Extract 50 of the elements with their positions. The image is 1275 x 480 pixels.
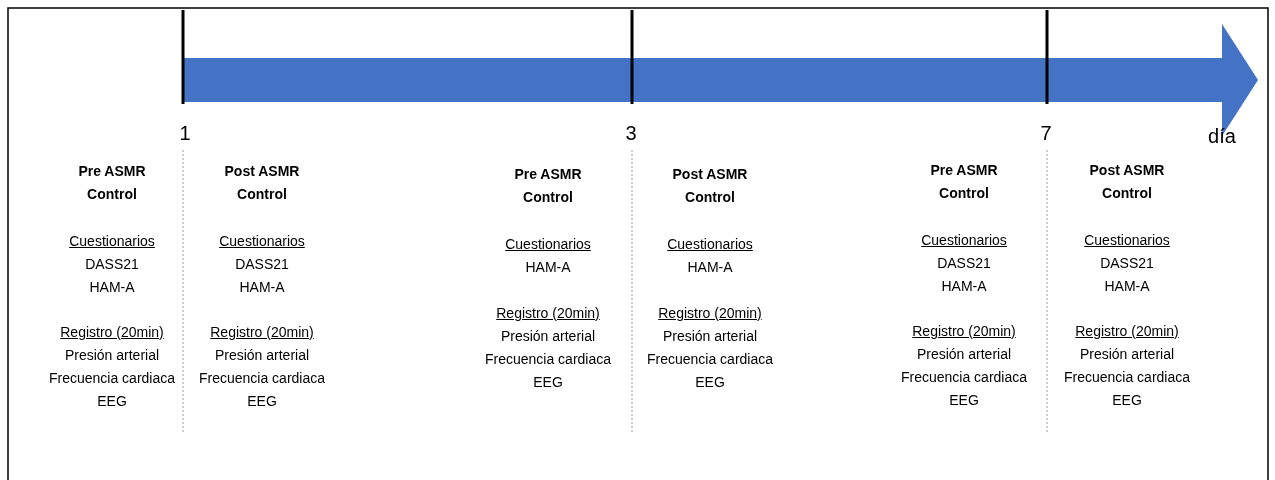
measure-label: EEG [247,392,277,411]
measure-label: HAM-A [89,278,135,297]
section-heading: Cuestionarios [505,235,591,254]
measure-label: Frecuencia cardiaca [900,368,1028,387]
section-heading: Registro (20min) [60,323,164,342]
measure-label: Presión arterial [1079,345,1175,364]
measure-label: HAM-A [1104,277,1150,296]
measure-label: Presión arterial [500,327,596,346]
measure-label: EEG [97,392,127,411]
section-heading: Cuestionarios [1084,231,1170,250]
measure-label: Presión arterial [64,346,160,365]
section-heading: Registro (20min) [658,304,762,323]
measure-label: HAM-A [239,278,285,297]
column-heading: Pre ASMR Control [513,165,583,207]
measure-label: DASS21 [937,254,991,273]
measure-label: EEG [949,391,979,410]
column-heading: Post ASMR Control [671,165,749,207]
section-heading: Cuestionarios [667,235,753,254]
measure-label: Presión arterial [916,345,1012,364]
measure-label: Presión arterial [662,327,758,346]
tick-label: 1 [179,121,191,145]
column-heading: Pre ASMR Control [929,161,999,203]
tick-label: 7 [1040,121,1052,145]
measure-label: DASS21 [235,255,289,274]
measure-label: Presión arterial [214,346,310,365]
measure-label: Frecuencia cardiaca [198,369,326,388]
measure-label: EEG [695,373,725,392]
measure-label: HAM-A [525,258,571,277]
section-heading: Cuestionarios [921,231,1007,250]
section-heading: Registro (20min) [912,322,1016,341]
measure-label: EEG [1112,391,1142,410]
section-heading: Registro (20min) [1075,322,1179,341]
column-heading: Pre ASMR Control [77,162,147,204]
measure-label: Frecuencia cardiaca [646,350,774,369]
measure-label: Frecuencia cardiaca [1063,368,1191,387]
measure-label: Frecuencia cardiaca [484,350,612,369]
measure-label: Frecuencia cardiaca [48,369,176,388]
section-heading: Registro (20min) [210,323,314,342]
measure-label: HAM-A [941,277,987,296]
measure-label: DASS21 [85,255,139,274]
section-heading: Cuestionarios [69,232,155,251]
measure-label: HAM-A [687,258,733,277]
measure-label: EEG [533,373,563,392]
tick-label: 3 [625,121,637,145]
column-heading: Post ASMR Control [223,162,301,204]
section-heading: Registro (20min) [496,304,600,323]
measure-label: DASS21 [1100,254,1154,273]
column-heading: Post ASMR Control [1088,161,1166,203]
tick-label: día [1208,124,1236,148]
section-heading: Cuestionarios [219,232,305,251]
